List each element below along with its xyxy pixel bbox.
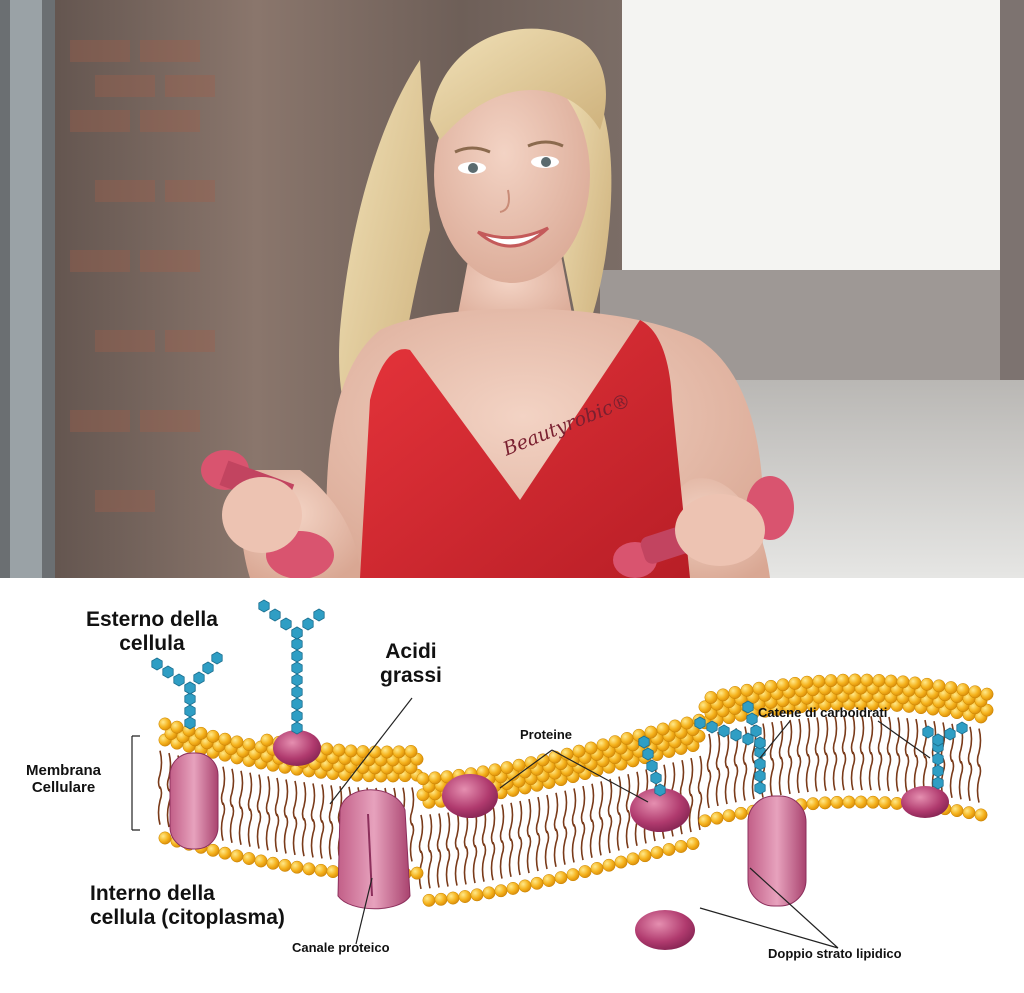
label-interno-line1: Interno della xyxy=(90,882,215,905)
label-doppio: Doppio strato lipidico xyxy=(768,946,902,961)
window-light xyxy=(622,0,1000,270)
photo-illustration xyxy=(0,0,1024,578)
label-interno-line2: cellula (citoplasma) xyxy=(90,905,285,929)
label-membrana-line2: Cellulare xyxy=(31,778,96,796)
label-acidi-grassi: Acidi grassi xyxy=(380,640,442,687)
label-interno: Interno della cellula (citoplasma) xyxy=(90,882,285,929)
label-acidi-line2: grassi xyxy=(380,663,442,687)
red-sports-top xyxy=(360,320,690,578)
label-proteine: Proteine xyxy=(520,727,573,742)
label-esterno-line2: cellula xyxy=(119,631,185,655)
label-membrana-line1: Membrana xyxy=(26,762,102,779)
carbohydrate-chains xyxy=(151,599,968,797)
label-esterno-line1: Esterno della xyxy=(86,608,218,631)
fatty-acid-tails xyxy=(157,715,982,890)
cell-membrane-diagram: Esterno della cellula Acidi grassi Membr… xyxy=(0,578,1024,993)
label-acidi-line1: Acidi xyxy=(385,640,437,663)
label-canale: Canale proteico xyxy=(292,940,390,955)
face xyxy=(434,67,590,283)
brick-wall xyxy=(70,40,215,512)
label-leader-lines xyxy=(131,697,931,949)
label-catene: Catene di carboidrati xyxy=(758,705,888,720)
membrane-proteins xyxy=(169,730,949,950)
fitness-photo: Beautyrobic® xyxy=(0,0,1024,578)
label-membrana: Membrana Cellulare xyxy=(26,762,102,797)
membrane-illustration xyxy=(131,599,994,950)
phospholipid-heads xyxy=(158,673,994,907)
label-esterno: Esterno della cellula xyxy=(86,608,218,655)
